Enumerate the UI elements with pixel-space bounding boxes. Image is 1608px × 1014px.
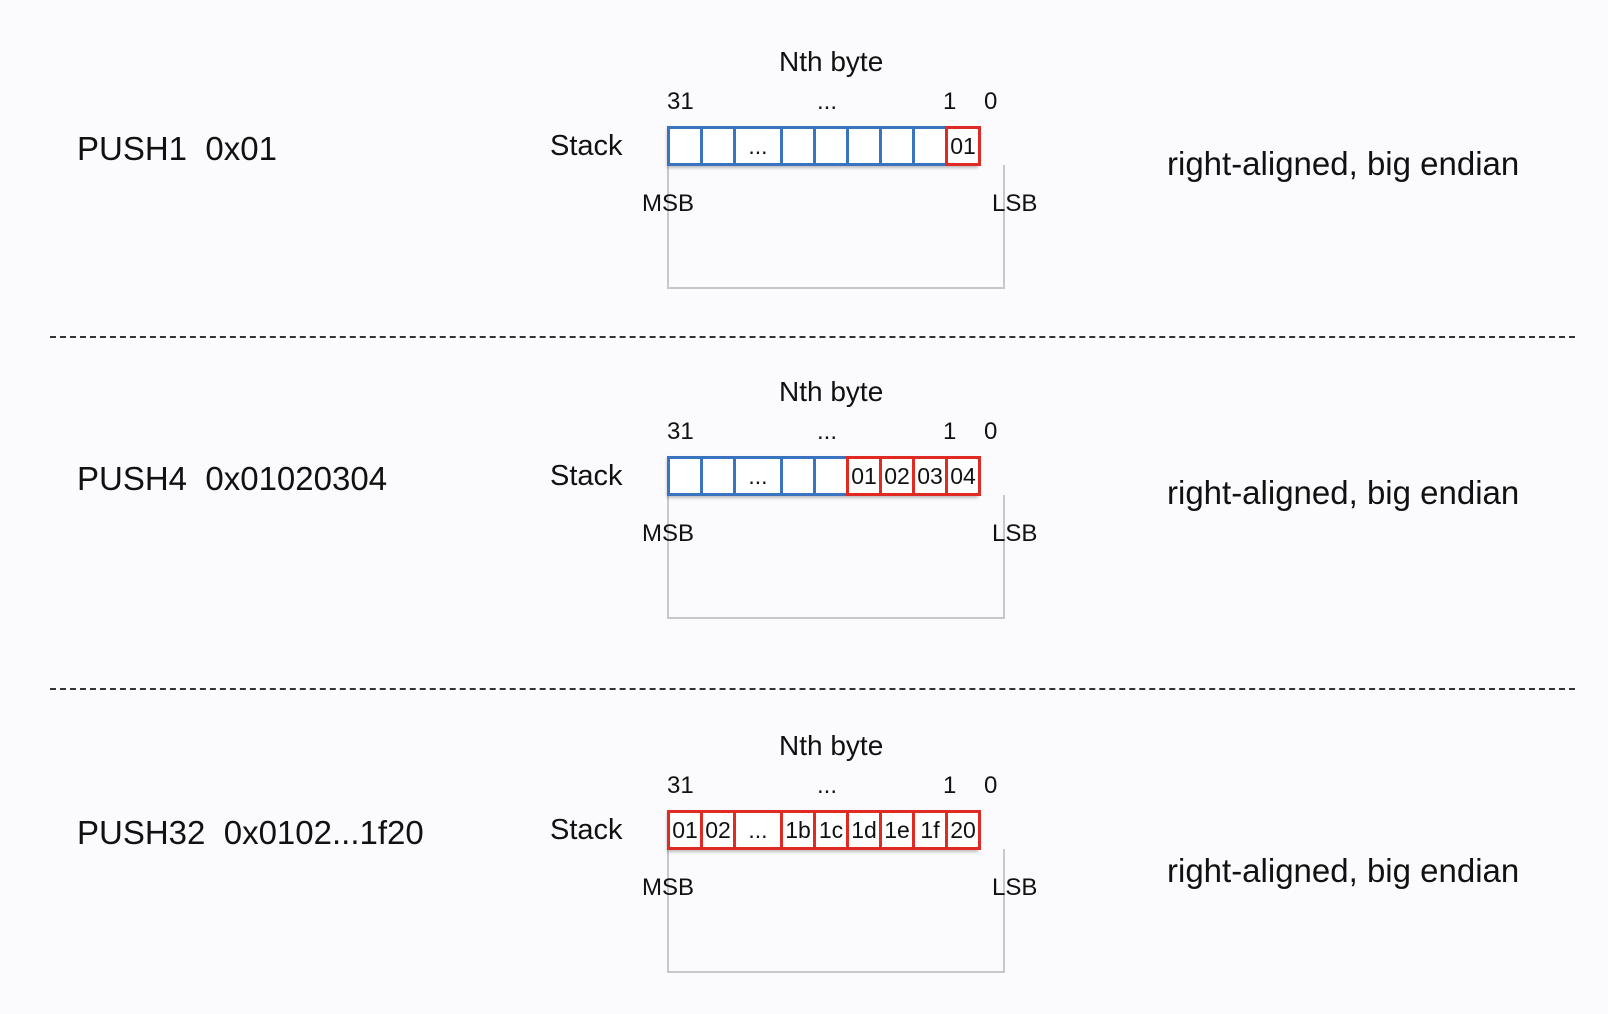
section-divider (50, 688, 1575, 690)
push1-row: PUSH1 0x01 Nth byte 31 ... 1 0 Stack ...… (0, 0, 1608, 330)
nth-byte-title: Nth byte (779, 730, 884, 761)
byte-cell-empty (879, 126, 915, 166)
byte-cell-empty (700, 126, 736, 166)
stack-label: Stack (550, 130, 623, 162)
byte-cell-empty (780, 456, 816, 496)
byte-index-ellipsis: ... (817, 88, 838, 115)
byte-cell-empty (912, 126, 948, 166)
stack-frame (667, 165, 1005, 289)
byte-cell: 03 (912, 456, 948, 496)
byte-index-31: 31 (667, 418, 694, 445)
byte-cell: 01 (945, 126, 981, 166)
byte-index-1: 1 (943, 772, 957, 799)
byte-cell-ellipsis: ... (733, 126, 783, 166)
msb-label: MSB (642, 520, 695, 547)
byte-index-1: 1 (943, 88, 957, 115)
byte-cell: 1d (846, 810, 882, 850)
stack-label: Stack (550, 814, 623, 846)
alignment-description: right-aligned, big endian (1167, 145, 1520, 182)
byte-index-1: 1 (943, 418, 957, 445)
byte-cell: 01 (667, 810, 703, 850)
msb-label: MSB (642, 874, 695, 901)
lsb-label: LSB (992, 520, 1038, 547)
byte-cell-empty (780, 126, 816, 166)
stack-label: Stack (550, 460, 623, 492)
byte-index-31: 31 (667, 88, 694, 115)
push4-row: PUSH4 0x01020304 Nth byte 31 ... 1 0 Sta… (0, 330, 1608, 660)
byte-cell-ellipsis: ... (733, 810, 783, 850)
byte-cell: 1e (879, 810, 915, 850)
byte-cell-empty (700, 456, 736, 496)
byte-cell-empty (813, 456, 849, 496)
lsb-label: LSB (992, 190, 1038, 217)
byte-index-0: 0 (984, 418, 998, 445)
stack-frame (667, 849, 1005, 973)
byte-index-ellipsis: ... (817, 418, 838, 445)
push32-row: PUSH32 0x0102...1f20 Nth byte 31 ... 1 0… (0, 684, 1608, 1014)
opcode-label: PUSH1 0x01 (77, 130, 277, 167)
byte-cell-empty (667, 126, 703, 166)
byte-index-0: 0 (984, 88, 998, 115)
stack-word: ... 01 (667, 126, 981, 166)
msb-label: MSB (642, 190, 695, 217)
byte-cell: 1f (912, 810, 948, 850)
stack-frame (667, 495, 1005, 619)
section-divider (50, 336, 1575, 338)
byte-cell-empty (667, 456, 703, 496)
byte-cell-ellipsis: ... (733, 456, 783, 496)
byte-index-31: 31 (667, 772, 694, 799)
byte-cell: 20 (945, 810, 981, 850)
opcode-label: PUSH4 0x01020304 (77, 460, 388, 497)
opcode-label: PUSH32 0x0102...1f20 (77, 814, 424, 851)
byte-index-0: 0 (984, 772, 998, 799)
byte-cell: 01 (846, 456, 882, 496)
byte-cell: 04 (945, 456, 981, 496)
alignment-description: right-aligned, big endian (1167, 474, 1520, 511)
byte-cell: 02 (700, 810, 736, 850)
nth-byte-title: Nth byte (779, 376, 884, 407)
byte-index-ellipsis: ... (817, 772, 838, 799)
byte-cell-empty (846, 126, 882, 166)
byte-cell: 1b (780, 810, 816, 850)
byte-cell-empty (813, 126, 849, 166)
nth-byte-title: Nth byte (779, 46, 884, 77)
byte-cell: 1c (813, 810, 849, 850)
lsb-label: LSB (992, 874, 1038, 901)
byte-cell: 02 (879, 456, 915, 496)
alignment-description: right-aligned, big endian (1167, 852, 1520, 889)
